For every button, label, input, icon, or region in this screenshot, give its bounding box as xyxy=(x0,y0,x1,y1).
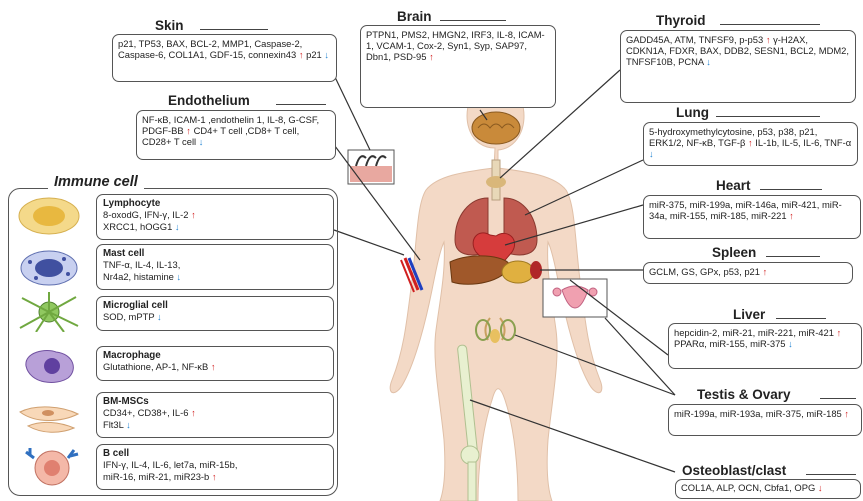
b-cell-box: B cell IFN-γ, IL-4, IL-6, let7a, miR-15b… xyxy=(96,444,334,490)
lymphocyte-down-arrow: ↓ xyxy=(175,221,180,232)
liver-title: Liver xyxy=(733,307,765,322)
heart-title: Heart xyxy=(716,178,751,193)
liver-down-arrow: ↓ xyxy=(788,338,793,349)
heart-markers: miR-375, miR-199a, miR-146a, miR-421, mi… xyxy=(649,199,842,221)
brain-organ xyxy=(472,112,520,144)
spleen-title: Spleen xyxy=(712,245,756,260)
skin-sample xyxy=(348,150,394,184)
skin-markers: p21, TP53, BAX, BCL-2, MMP1, Caspase-2, … xyxy=(118,38,302,60)
bm-mscs-icon xyxy=(16,396,82,436)
testis-markers: miR-199a, miR-193a, miR-375, miR-185 xyxy=(674,408,842,419)
bm-mscs-down-arrow: ↓ xyxy=(126,419,131,430)
liver-title-line xyxy=(776,318,826,319)
skin-markers-2: p21 xyxy=(304,49,322,60)
lung-title: Lung xyxy=(676,105,709,120)
testis-up-arrow: ↑ xyxy=(844,408,849,419)
microglial-cell-box: Microglial cell SOD, mPTP ↓ xyxy=(96,296,334,331)
uterus-sample xyxy=(543,279,607,317)
spleen-title-line xyxy=(766,256,820,257)
lung-markers-2: IL-1b, IL-5, IL-6, TNF-α xyxy=(755,137,851,148)
lymphocyte-name: Lymphocyte xyxy=(103,198,327,209)
osteo-title-line xyxy=(806,474,856,475)
heart-title-line xyxy=(760,189,822,190)
b-cell-up-arrow: ↑ xyxy=(212,471,217,482)
osteo-arrow: ↓ xyxy=(818,482,823,493)
spleen-markers: GCLM, GS, GPx, p53, p21 xyxy=(649,266,760,277)
endothelium-title-line xyxy=(276,104,326,105)
thyroid-box: GADD45A, ATM, TNFSF9, p-p53 ↑ γ-H2AX, CD… xyxy=(620,30,856,103)
macrophage-box: Macrophage Glutathione, AP-1, NF-κB ↑ xyxy=(96,346,334,381)
macrophage-line1: Glutathione, AP-1, NF-κB xyxy=(103,361,208,372)
bm-mscs-line2: Flt3L xyxy=(103,419,124,430)
thyroid-title: Thyroid xyxy=(656,13,706,28)
skin-down-arrow: ↓ xyxy=(324,49,329,60)
brain-markers: PTPN1, PMS2, HMGN2, IRF3, IL-8, ICAM-1, … xyxy=(366,29,545,62)
thyroid-organ xyxy=(486,176,506,188)
lymphocyte-line2: XRCC1, hOGG1 xyxy=(103,221,172,232)
brain-title-line xyxy=(440,20,506,21)
immune-title: Immune cell xyxy=(48,174,144,190)
liver-box: hepcidin-2, miR-21, miR-221, miR-421 ↑ P… xyxy=(668,323,862,369)
thyroid-down-arrow: ↓ xyxy=(706,56,711,67)
heart-box: miR-375, miR-199a, miR-146a, miR-421, mi… xyxy=(643,195,861,239)
liver-up-arrow: ↑ xyxy=(837,327,842,338)
testis-title: Testis & Ovary xyxy=(697,387,791,402)
skin-box: p21, TP53, BAX, BCL-2, MMP1, Caspase-2, … xyxy=(112,34,337,82)
osteo-box: COL1A, ALP, OCN, Cbfa1, OPG ↓ xyxy=(675,479,861,499)
lung-title-line xyxy=(716,116,820,117)
endothelium-up-arrow: ↑ xyxy=(186,125,191,136)
skin-title: Skin xyxy=(155,18,184,33)
brain-title: Brain xyxy=(397,9,432,24)
brain-up-arrow: ↑ xyxy=(429,51,434,62)
thyroid-markers: GADD45A, ATM, TNFSF9, p-p53 xyxy=(626,34,763,45)
skin-title-line xyxy=(200,29,268,30)
lung-box: 5-hydroxymethylcytosine, p53, p38, p21, … xyxy=(643,122,858,166)
microglial-cell-line1: SOD, mPTP xyxy=(103,311,154,322)
endothelium-title: Endothelium xyxy=(168,93,250,108)
microglial-cell-name: Microglial cell xyxy=(103,300,327,311)
bm-mscs-box: BM-MSCs CD34+, CD38+, IL-6 ↑ Flt3L ↓ xyxy=(96,392,334,438)
lymphocyte-up-arrow: ↑ xyxy=(191,209,196,220)
endothelium-box: NF-κB, ICAM-1 ,endothelin 1, IL-8, G-CSF… xyxy=(136,110,336,160)
macrophage-name: Macrophage xyxy=(103,350,327,361)
lymphocyte-box: Lymphocyte 8-oxodG, IFN-γ, IL-2 ↑ XRCC1,… xyxy=(96,194,334,240)
mast-cell-box: Mast cell TNF-α, IL-4, IL-13, Nr4a2, his… xyxy=(96,244,334,290)
b-cell-icon xyxy=(16,446,82,486)
b-cell-line1: IFN-γ, IL-4, IL-6, let7a, miR-15b, xyxy=(103,459,237,470)
thyroid-title-line xyxy=(720,24,820,25)
macrophage-icon xyxy=(16,346,82,386)
liver-markers-2: PPARα, miR-155, miR-375 xyxy=(674,338,786,349)
spleen-box: GCLM, GS, GPx, p53, p21 ↑ xyxy=(643,262,853,284)
lymphocyte-line1: 8-oxodG, IFN-γ, IL-2 xyxy=(103,209,188,220)
lung-down-arrow: ↓ xyxy=(649,148,654,159)
mast-cell-name: Mast cell xyxy=(103,248,327,259)
thyroid-up-arrow: ↑ xyxy=(766,34,771,45)
bm-mscs-up-arrow: ↑ xyxy=(191,407,196,418)
endothelium-down-arrow: ↓ xyxy=(199,136,204,147)
stomach-organ xyxy=(502,261,534,283)
bm-mscs-line1: CD34+, CD38+, IL-6 xyxy=(103,407,188,418)
mast-cell-line2: Nr4a2, histamine xyxy=(103,271,174,282)
macrophage-up-arrow: ↑ xyxy=(211,361,216,372)
b-cell-line2: miR-16, miR-21, miR23-b xyxy=(103,471,209,482)
microglial-cell-icon xyxy=(16,292,82,332)
testis-box: miR-199a, miR-193a, miR-375, miR-185 ↑ xyxy=(668,404,862,436)
spleen-up-arrow: ↑ xyxy=(763,266,768,277)
microglial-down-arrow: ↓ xyxy=(157,311,162,322)
osteo-title: Osteoblast/clast xyxy=(682,463,786,478)
b-cell-name: B cell xyxy=(103,448,327,459)
bm-mscs-name: BM-MSCs xyxy=(103,396,327,407)
heart-up-arrow: ↑ xyxy=(789,210,794,221)
testis-title-line xyxy=(820,398,856,399)
liver-markers: hepcidin-2, miR-21, miR-221, miR-421 xyxy=(674,327,834,338)
lung-up-arrow: ↑ xyxy=(748,137,753,148)
brain-box: PTPN1, PMS2, HMGN2, IRF3, IL-8, ICAM-1, … xyxy=(360,25,556,108)
mast-cell-line1: TNF-α, IL-4, IL-13, xyxy=(103,259,180,270)
osteo-markers: COL1A, ALP, OCN, Cbfa1, OPG xyxy=(681,482,815,493)
mast-cell-down-arrow: ↓ xyxy=(176,271,181,282)
mast-cell-icon xyxy=(16,248,82,288)
lymphocyte-icon xyxy=(16,196,82,236)
